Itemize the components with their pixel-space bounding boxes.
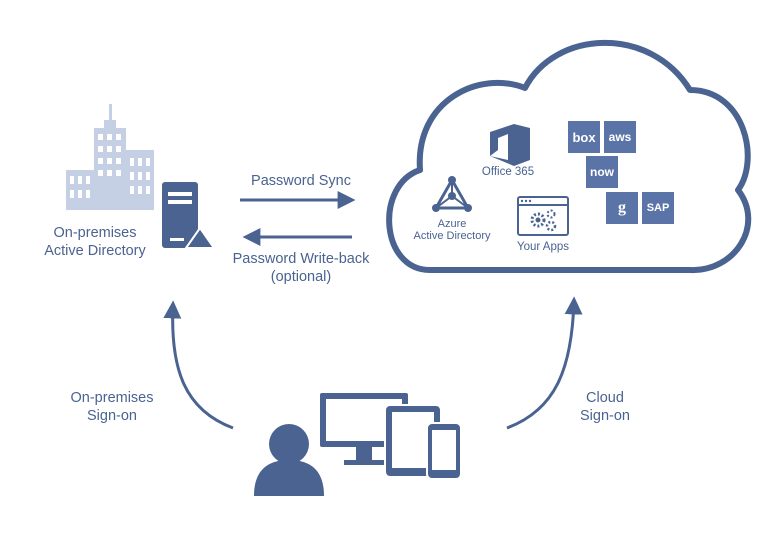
onprem-signon-line1: On-premises — [70, 390, 154, 406]
azure-ad-label: Azure Active Directory — [402, 218, 502, 242]
sap-app-tile[interactable]: SAP — [642, 192, 674, 224]
write-back-line2: (optional) — [270, 269, 332, 285]
cloud-shape — [386, 39, 752, 274]
cloud-signon-label: Cloud Sign-on — [560, 389, 650, 425]
hexagon-app-icon — [637, 158, 655, 179]
google-label: g — [618, 199, 626, 216]
onprem-ad-label: On-premises Active Directory — [20, 224, 170, 260]
devices-icon — [320, 393, 462, 480]
office365-label: Office 365 — [481, 166, 535, 178]
cloud-signon-line2: Sign-on — [580, 408, 630, 424]
aws-app-tile[interactable]: aws — [604, 121, 636, 153]
write-back-line1: Password Write-back — [232, 251, 370, 267]
onprem-signon-arrow — [163, 300, 234, 430]
cloud-signon-arrow — [506, 296, 583, 430]
office365-icon — [490, 124, 530, 166]
user-icon — [254, 424, 324, 496]
buildings-icon — [66, 104, 154, 210]
onprem-signon-label: On-premises Sign-on — [52, 389, 172, 425]
azure-ad-line1: Azure — [437, 218, 467, 230]
now-app-tile[interactable]: now — [586, 156, 618, 188]
your-apps-label: Your Apps — [516, 241, 569, 253]
now-label: now — [590, 165, 614, 179]
google-app-tile[interactable]: g — [606, 192, 638, 224]
hexagon-app-tile[interactable] — [622, 156, 654, 188]
box-app-tile[interactable]: box — [568, 121, 600, 153]
aws-label: aws — [608, 130, 632, 144]
onprem-ad-line1: On-premises — [53, 225, 137, 241]
onprem-signon-line2: Sign-on — [87, 408, 137, 424]
cloud-signon-line1: Cloud — [586, 390, 624, 406]
write-back-label: Password Write-back (optional) — [216, 250, 386, 286]
azure-ad-line2: Active Directory — [413, 230, 491, 242]
azure-ad-icon — [432, 176, 472, 212]
server-icon — [162, 182, 216, 249]
sap-label: SAP — [646, 202, 670, 214]
your-apps-icon — [517, 196, 569, 236]
password-sync-label: Password Sync — [251, 173, 351, 189]
box-label: box — [572, 129, 596, 145]
onprem-ad-line2: Active Directory — [44, 243, 146, 259]
